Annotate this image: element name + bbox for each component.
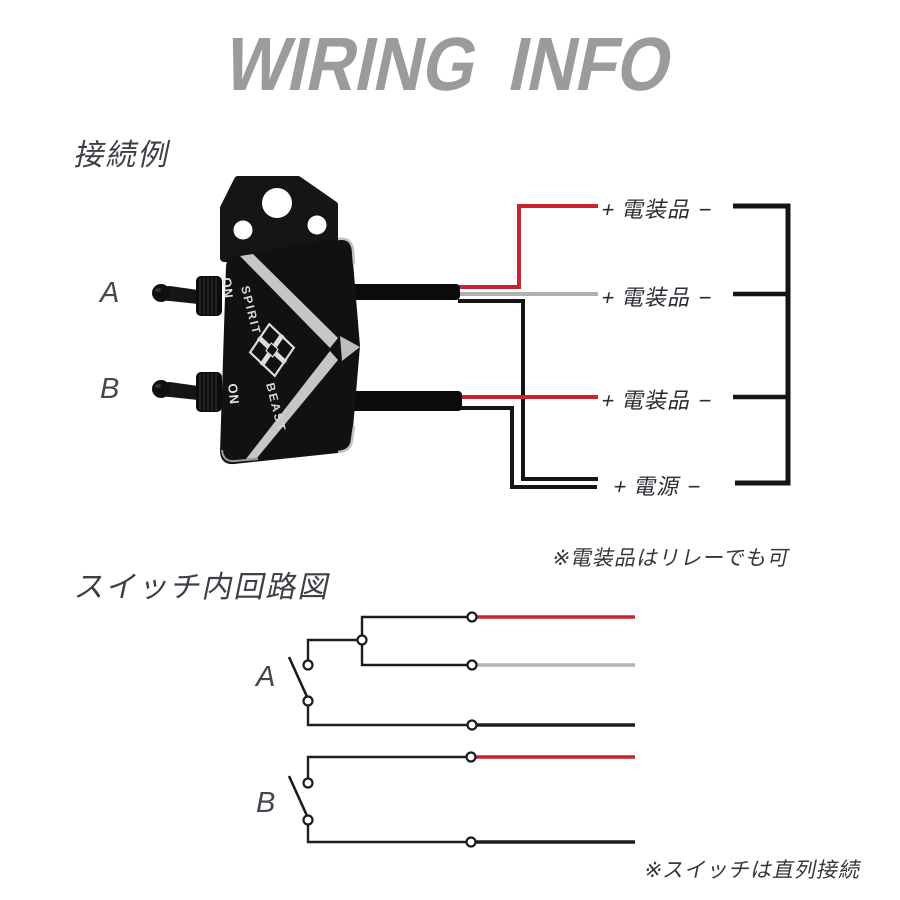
- wire-label-power: + 電源 −: [611, 474, 705, 499]
- toggle-switch-b: [152, 372, 222, 412]
- connection-section-heading: 接続例: [71, 139, 175, 172]
- on-label-bottom: ON: [225, 383, 242, 406]
- toggle-b-knurling: [199, 373, 217, 411]
- switch-device-illustration: SPIRIT BEAST ON ON: [152, 176, 462, 465]
- circuit-b-switch-lever: [287, 775, 310, 819]
- bracket-hole-right: [307, 215, 327, 235]
- circuit-switch-a-label: A: [256, 661, 276, 693]
- page-title-text: WIRING INFO: [218, 21, 682, 107]
- stripe-lower: [246, 351, 338, 459]
- cable-a: [330, 284, 460, 300]
- internal-circuit-diagram: [287, 611, 635, 848]
- connection-note: ※電装品はリレーでも可: [549, 547, 793, 570]
- circuit-a-branch-upper: [360, 615, 472, 640]
- circuit-a: [287, 611, 635, 731]
- circuit-switch-b-label: B: [256, 787, 276, 819]
- toggle-b-knob: [152, 380, 170, 398]
- toggle-a-knurling: [199, 277, 217, 315]
- trim-bottom-left: [221, 449, 259, 463]
- circuit-a-bottom-feed: [306, 701, 472, 727]
- page-title: WIRING INFO: [0, 21, 900, 107]
- circuit-a-terminals: [302, 611, 478, 731]
- circuit-note: ※スイッチは直列接続: [642, 859, 865, 882]
- logo-center-diamond: [265, 342, 279, 358]
- wire-label-row1: + 電装品 −: [599, 197, 716, 222]
- connection-switch-b-label: B: [100, 373, 120, 405]
- wire-red-a: [458, 204, 598, 289]
- spirit-beast-logo: [248, 322, 296, 378]
- wire-label-row2: + 電装品 −: [599, 285, 716, 310]
- trim-top-right: [337, 237, 356, 265]
- circuit-b-bottom-feed: [306, 820, 471, 844]
- device-body: [220, 237, 360, 465]
- stripe-apex: [340, 336, 360, 361]
- toggle-a-knob: [152, 284, 170, 302]
- wire-label-row3: + 電装品 −: [599, 388, 716, 413]
- stripe-upper: [240, 254, 338, 348]
- wire-black-a: [458, 299, 598, 481]
- circuit-a-top-feed: [306, 638, 362, 665]
- logo-diamond: [248, 322, 296, 378]
- toggle-a-knob-highlight: [155, 288, 161, 292]
- wire-black-b: [460, 406, 597, 489]
- negative-bus: [733, 203, 791, 486]
- circuit-b-top-feed: [306, 755, 471, 783]
- toggle-b-knob-highlight: [155, 384, 161, 388]
- cable-b: [330, 391, 462, 411]
- bracket-hole-left: [233, 220, 253, 240]
- connection-switch-a-label: A: [100, 277, 120, 309]
- connection-wires: [458, 203, 791, 489]
- toggle-switch-a: [152, 276, 222, 316]
- circuit-a-branch-lower: [360, 640, 472, 667]
- circuit-section-heading: スイッチ内回路図: [71, 571, 335, 604]
- circuit-b-terminals: [302, 751, 477, 848]
- on-label-top: ON: [219, 277, 236, 300]
- circuit-a-switch-lever: [287, 656, 310, 700]
- bracket-hole-large: [262, 188, 292, 218]
- trim-bottom-right: [337, 425, 356, 454]
- circuit-b: [287, 751, 635, 848]
